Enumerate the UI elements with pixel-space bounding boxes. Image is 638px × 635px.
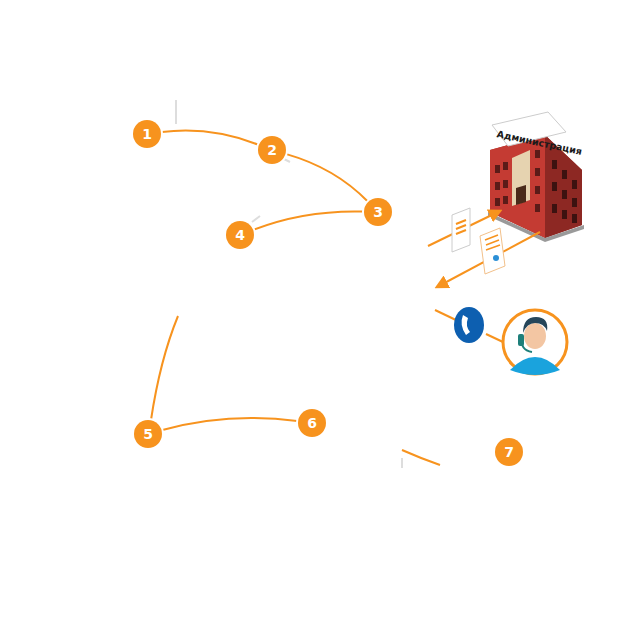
document-icon: [480, 228, 505, 274]
step-number-circle: 7: [495, 438, 523, 466]
operator-avatar: [503, 310, 567, 375]
route-curve: [254, 211, 363, 229]
step-number-circle: 5: [134, 420, 162, 448]
route-curve: [162, 418, 297, 430]
callout-number: 1: [142, 127, 152, 141]
callout-number: 4: [235, 228, 245, 242]
callout-number: 3: [373, 205, 383, 219]
path-fragment: [402, 450, 440, 465]
callout-number: 2: [267, 143, 277, 157]
step-number-circle: 2: [258, 136, 286, 164]
leader-line: [435, 310, 458, 321]
building-icon: [488, 112, 584, 242]
document-icon: [452, 208, 470, 252]
faint-mark: [176, 100, 402, 468]
step-number-circle: 4: [226, 221, 254, 249]
route-curve: [286, 154, 367, 201]
route-curve: [162, 131, 258, 145]
path-fragment: [151, 316, 178, 420]
phone-icon: [454, 307, 484, 343]
step-number-circle: 1: [133, 120, 161, 148]
callout-number: 7: [504, 445, 514, 459]
callout-number: 5: [143, 427, 153, 441]
step-number-circle: 6: [298, 409, 326, 437]
step-number-circle: 3: [364, 198, 392, 226]
callout-number: 6: [307, 416, 317, 430]
leader-line: [486, 334, 503, 342]
